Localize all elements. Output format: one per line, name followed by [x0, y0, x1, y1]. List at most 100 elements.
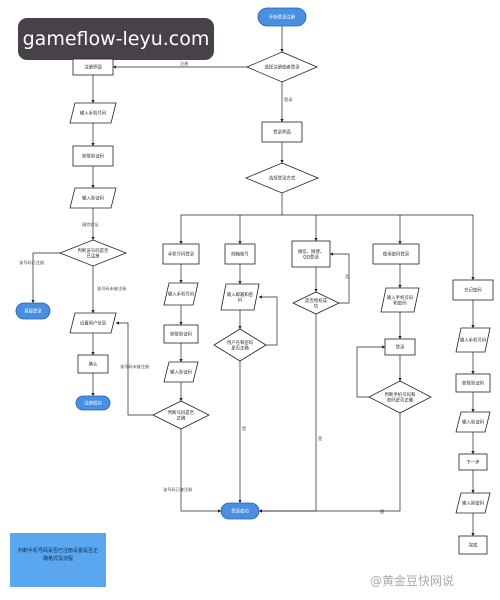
i_input-label: 输入邮箱和密码 — [227, 291, 254, 304]
d_pwd_check-label: 判断手机号码和密码是否正确 — [385, 391, 416, 404]
node-reg_ok: 注册成功 — [75, 395, 111, 411]
f_next-shape — [458, 453, 488, 471]
p_input_code-label: 输入验证码 — [170, 369, 193, 376]
node-d_method: 选择登录方式 — [244, 162, 320, 194]
f_done-label: 完成 — [469, 542, 478, 549]
d_id_check-shape — [213, 328, 267, 362]
set_pwd-label: 设置用户信息 — [80, 320, 107, 327]
d_pwd_check-shape — [368, 380, 432, 414]
input_phone-shape — [69, 102, 117, 124]
m_id-label: 邮箱账号 — [231, 251, 249, 258]
confirm-label: 确认 — [89, 361, 98, 368]
d_third_check-shape — [292, 291, 340, 315]
d_choice-label: 选择注册或者登录 — [264, 64, 300, 71]
to_login-shape — [15, 302, 51, 320]
node-d_id_check: 用户名和密码是否正确 — [213, 328, 267, 362]
w_input-label: 输入手机号码和密码 — [387, 294, 414, 307]
input_code-shape — [69, 187, 117, 209]
node-f_get_code: 获取验证码 — [455, 373, 491, 393]
p_input_phone-label: 输入手机号码 — [168, 291, 195, 298]
p_input_code-shape — [163, 361, 199, 383]
footer-watermark: @黄金豆快网说 — [370, 574, 455, 588]
node-d_phone_check: 判断号码是否正确 — [152, 400, 210, 430]
p_get_code-shape — [163, 324, 199, 344]
node-p_input_phone: 输入手机号码 — [163, 282, 199, 306]
edge-label-22: 该号码已被注册 — [163, 486, 192, 493]
d_phone_check-shape — [152, 400, 210, 430]
f_input_phone-shape — [455, 327, 491, 353]
d_id_check-label: 用户名和密码是否正确 — [227, 339, 254, 352]
m_third-label: 微信、微博、QQ登录 — [298, 248, 324, 261]
login_ok-shape — [220, 502, 260, 520]
node-login_ok: 登录成功 — [220, 502, 260, 520]
node-p_get_code: 获取验证码 — [163, 324, 199, 344]
node-m_id: 邮箱账号 — [224, 243, 256, 265]
f_input_code-shape — [455, 411, 491, 433]
reg_page-shape — [72, 58, 114, 76]
node-start: 开始登录注册 — [257, 7, 307, 27]
d_registered-shape — [58, 239, 128, 267]
edge-29 — [329, 252, 350, 304]
reg_ok-label: 注册成功 — [84, 400, 102, 407]
edge-26 — [258, 295, 278, 346]
site-watermark: gameflow-leyu.com — [18, 18, 214, 60]
node-get_code: 获取验证码 — [72, 145, 114, 167]
confirm-shape — [77, 354, 109, 374]
edge-13 — [282, 214, 475, 281]
edge-label-29: 否 — [345, 274, 349, 280]
edge-12 — [179, 193, 283, 245]
edge-21 — [115, 321, 153, 416]
forgot-shape — [452, 279, 494, 301]
edge-34 — [258, 413, 401, 513]
f_new_pwd-shape — [455, 492, 491, 514]
node-w_login: 登录 — [384, 338, 416, 356]
node-login_page: 登录界面 — [261, 121, 303, 143]
i_input-shape — [220, 283, 260, 311]
node-f_input_code: 输入验证码 — [455, 411, 491, 433]
login_ok-label: 登录成功 — [231, 508, 249, 515]
m_phone-shape — [162, 243, 200, 265]
f_next-label: 下一步 — [466, 460, 480, 466]
f_get_code-shape — [455, 373, 491, 393]
m_pwd-shape — [372, 243, 420, 265]
m_id-shape — [224, 243, 256, 265]
f_new_pwd-label: 输入新密码 — [462, 500, 485, 507]
m_pwd-label: 使用密码登录 — [383, 251, 410, 258]
d_method-label: 选择登录方式 — [269, 175, 296, 182]
edge-label-21: 该号码未被注册 — [120, 363, 149, 370]
p_input_phone-shape — [163, 282, 199, 306]
f_get_code-label: 获取验证码 — [462, 380, 485, 387]
edge-28 — [258, 314, 317, 513]
node-confirm: 确认 — [77, 354, 109, 374]
edge-22 — [180, 429, 222, 513]
f_input_phone-label: 输入手机号码 — [460, 337, 487, 344]
d_third_check-label: 是否授权成功 — [305, 297, 328, 310]
f_input_code-label: 输入验证码 — [462, 419, 485, 426]
edge-label-34: 是 — [380, 509, 385, 515]
nodes-layer: 开始登录注册选择注册或者登录注册界面输入手机号码获取验证码输入验证码判断该号码是… — [15, 7, 494, 555]
start-label: 开始登录注册 — [269, 14, 296, 21]
w_login-label: 登录 — [396, 344, 405, 351]
edge-33 — [356, 345, 386, 398]
d_registered-label: 判断该号码是否已注册 — [78, 247, 109, 260]
reg_page-label: 注册界面 — [84, 64, 102, 71]
f_done-shape — [458, 535, 488, 555]
d_phone_check-label: 判断号码是否正确 — [168, 409, 195, 422]
node-reg_page: 注册界面 — [72, 58, 114, 76]
node-f_done: 完成 — [458, 535, 488, 555]
node-d_third_check: 是否授权成功 — [292, 291, 340, 315]
node-input_code: 输入验证码 — [69, 187, 117, 209]
w_input-shape — [380, 287, 420, 313]
reg_ok-shape — [75, 395, 111, 411]
start-shape — [257, 7, 307, 27]
login_page-shape — [261, 121, 303, 143]
node-forgot: 忘记密码 — [452, 279, 494, 301]
node-w_input: 输入手机号码和密码 — [380, 287, 420, 313]
edge-label-7: 该号码已注册 — [19, 259, 44, 266]
d_method-shape — [244, 162, 320, 194]
to_login-label: 直接登录 — [24, 308, 42, 315]
get_code-shape — [72, 145, 114, 167]
node-i_input: 输入邮箱和密码 — [220, 283, 260, 311]
